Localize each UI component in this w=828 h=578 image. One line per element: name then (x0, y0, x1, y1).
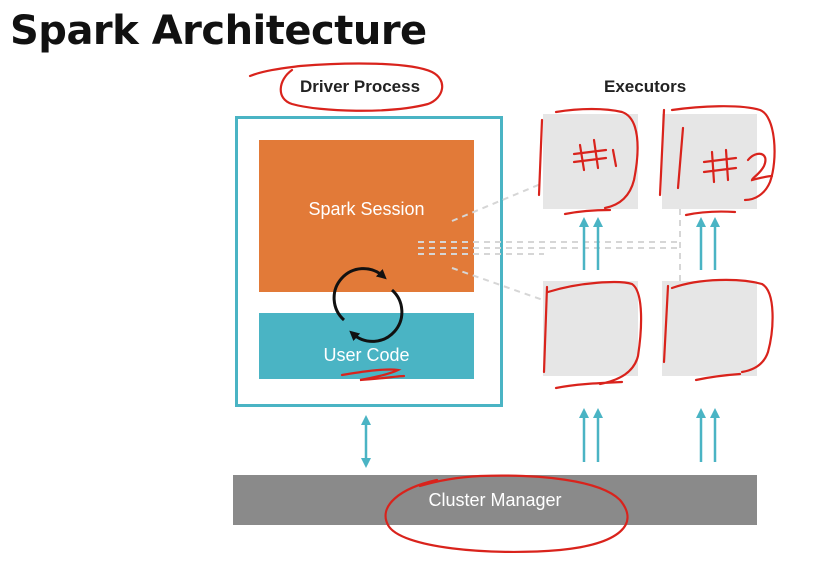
red-annotations (248, 62, 776, 554)
executors-label: Executors (604, 77, 687, 96)
cluster-manager-circle (384, 474, 629, 554)
executor-2-hash-mark (702, 148, 774, 184)
cluster-manager-block: Cluster Manager (233, 475, 757, 525)
page-title: Spark Architecture (10, 8, 427, 54)
executor-arrows-lower (579, 408, 720, 462)
dashed-connectors (418, 182, 681, 301)
executor-2-sketch (658, 105, 776, 217)
user-code-underline (340, 368, 406, 382)
executor-3 (543, 281, 638, 376)
executor-1-hash-mark (572, 138, 618, 172)
spark-session-label: Spark Session (308, 198, 425, 219)
executor-1 (543, 114, 638, 209)
user-code-label: User Code (323, 344, 410, 365)
executor-1-sketch (537, 107, 639, 216)
connector-line (451, 267, 544, 301)
cycle-icon (332, 267, 404, 343)
driver-process-label: Driver Process (300, 77, 421, 96)
cluster-manager-label: Cluster Manager (428, 489, 562, 510)
executor-3-sketch (542, 280, 643, 390)
user-code-block: User Code (259, 313, 474, 379)
driver-process-circle (248, 62, 444, 112)
spark-session-block: Spark Session (259, 140, 474, 292)
executor-4 (662, 281, 757, 376)
executor-arrows-upper (579, 217, 720, 270)
connector-line (451, 182, 544, 222)
executor-4-sketch (662, 278, 774, 382)
